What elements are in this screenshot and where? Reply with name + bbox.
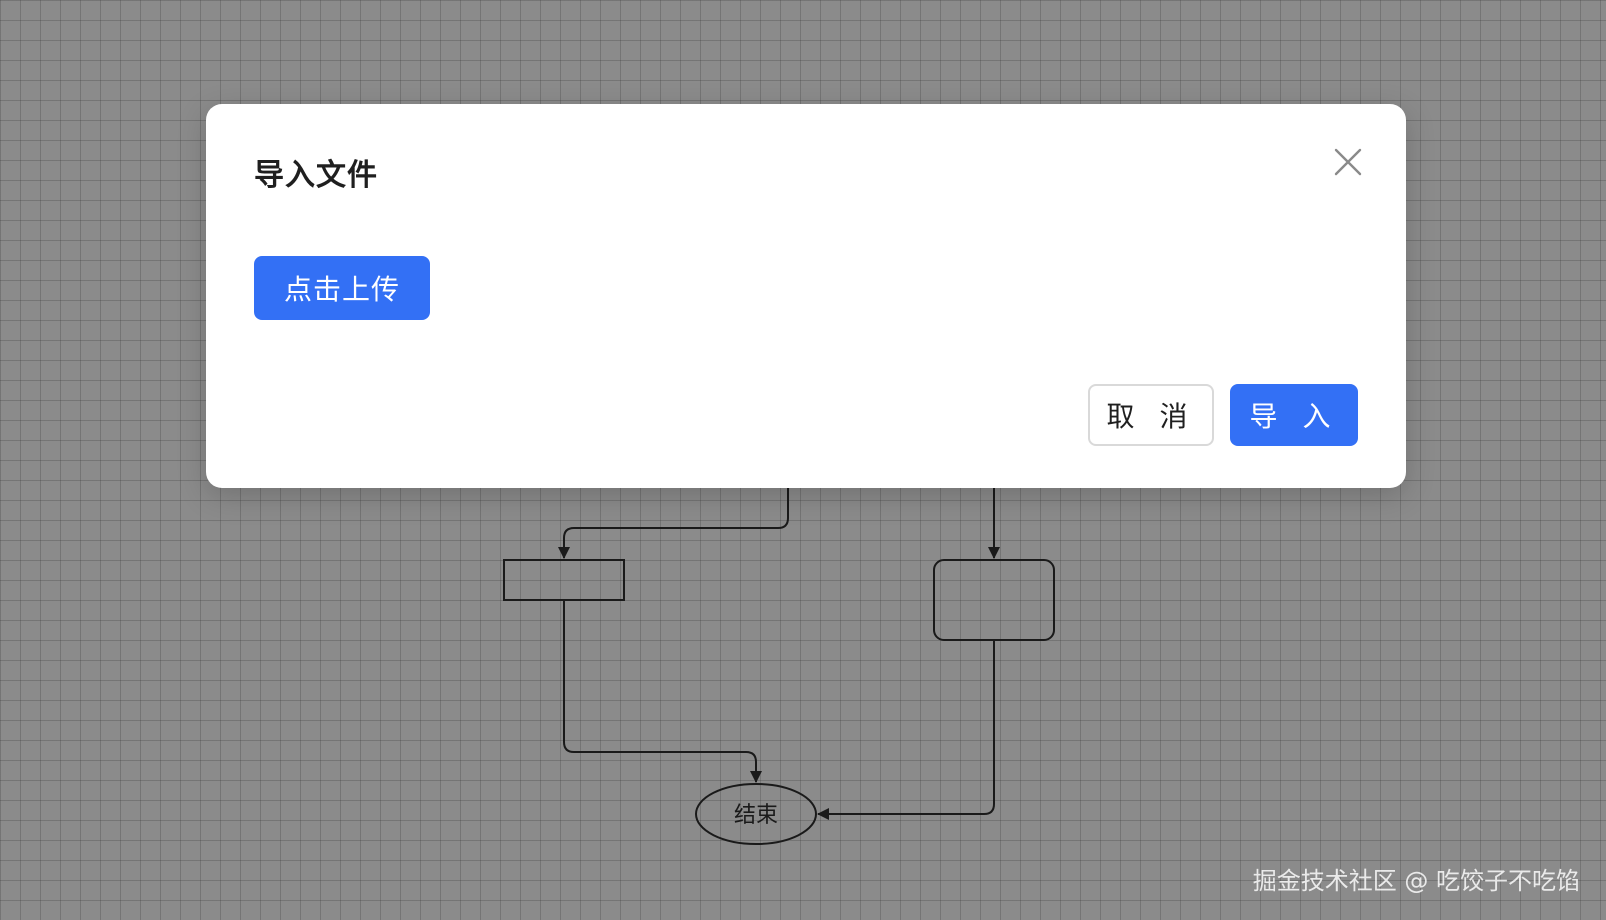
flow-node-rounded[interactable] <box>933 559 1055 641</box>
import-file-dialog: 导入文件 点击上传 取 消 导 入 <box>206 104 1406 488</box>
edge-rounded-to-end[interactable] <box>817 640 995 820</box>
flow-node-rectangle[interactable] <box>503 559 625 601</box>
import-button[interactable]: 导 入 <box>1230 384 1358 446</box>
watermark-text: 掘金技术社区 @ 吃饺子不吃馅 <box>1252 867 1580 895</box>
click-upload-button[interactable]: 点击上传 <box>254 256 430 320</box>
close-button[interactable] <box>1328 142 1368 182</box>
flow-edges <box>558 480 1000 820</box>
edge-rect-to-end[interactable] <box>563 600 762 783</box>
edge-to-rect-node[interactable] <box>558 480 789 559</box>
dialog-title: 导入文件 <box>254 158 378 193</box>
end-node-label: 结束 <box>734 803 778 828</box>
cancel-button[interactable]: 取 消 <box>1088 384 1214 446</box>
flow-node-end[interactable] <box>695 783 817 845</box>
close-icon <box>1334 148 1362 176</box>
